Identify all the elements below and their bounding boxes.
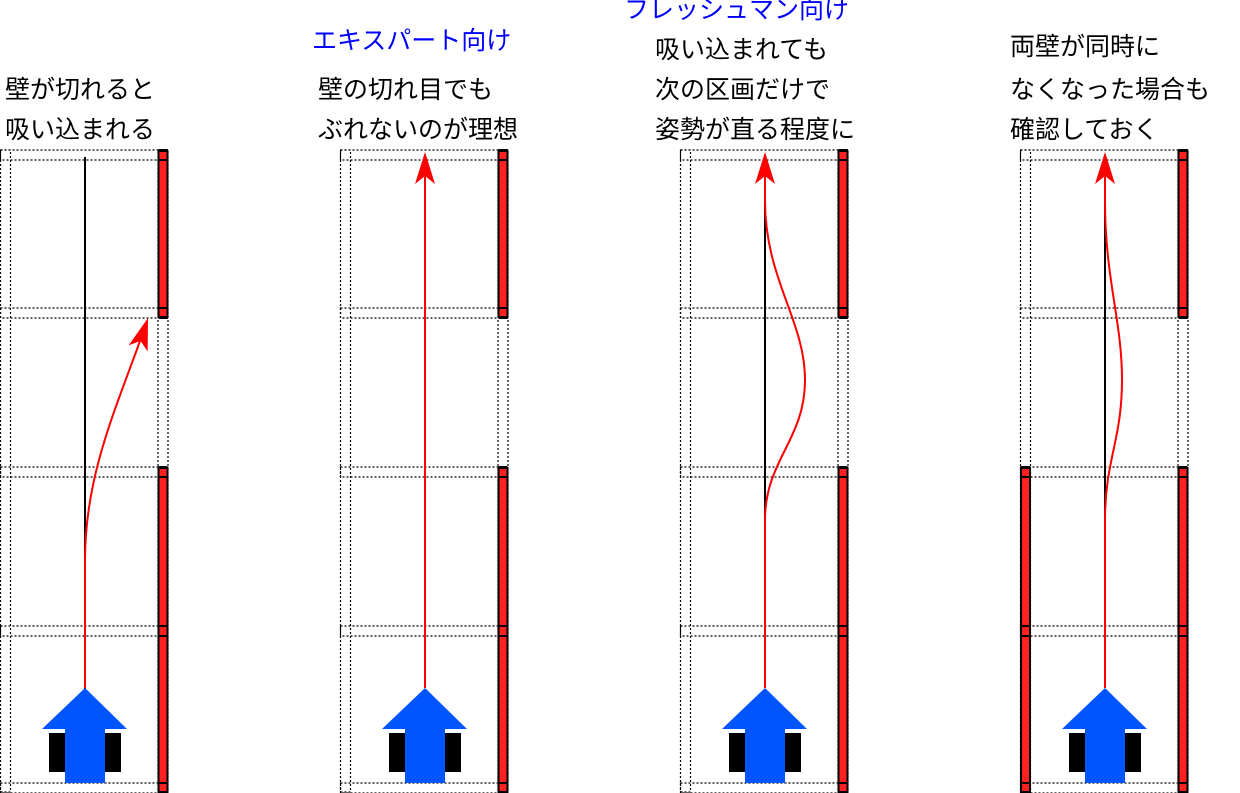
panel-caption-line: 吸い込まれる	[5, 115, 155, 144]
robot-arrow-icon	[1062, 688, 1147, 783]
robot-left-wheel-icon	[389, 733, 406, 772]
panel-caption-line: 壁が切れると	[5, 75, 155, 104]
wall-post-row	[679, 782, 849, 793]
left-wall-slot	[679, 149, 692, 793]
right-wall	[497, 150, 509, 318]
panel-caption-line: 確認しておく	[1010, 115, 1159, 144]
right-wall	[837, 467, 849, 793]
robot-arrow-icon	[722, 688, 807, 783]
right-wall	[157, 467, 169, 793]
wall-post-row	[0, 782, 169, 793]
trajectory-arrowhead-icon	[755, 152, 775, 184]
panel-heading: エキスパート向け	[312, 26, 511, 55]
trajectory-arrowhead-icon	[415, 152, 435, 184]
panel-caption-line: なくなった場合も	[1010, 75, 1210, 104]
right-wall	[497, 467, 509, 793]
panel-caption-line: ぶれないのが理想	[318, 115, 518, 144]
robot-trajectory	[764, 162, 807, 688]
robot-left-wheel-icon	[49, 733, 66, 772]
right-wall	[1177, 150, 1189, 318]
panel-caption-line: 両壁が同時に	[1010, 32, 1160, 61]
robot-right-wheel-icon	[1124, 733, 1141, 772]
robot-right-wheel-icon	[784, 733, 801, 772]
right-wall	[157, 150, 169, 318]
panel-caption-line: 姿勢が直る程度に	[655, 115, 855, 144]
left-wall-slot	[339, 149, 352, 793]
robot-arrow-icon	[382, 688, 467, 783]
robot-right-wheel-icon	[104, 733, 121, 772]
robot-trajectory	[1104, 162, 1124, 688]
trajectory-arrowhead-icon	[1095, 152, 1115, 184]
right-wall	[1177, 467, 1189, 793]
robot-trajectory	[84, 323, 147, 688]
panel-caption-line: 壁の切れ目でも	[318, 75, 493, 104]
robot-left-wheel-icon	[729, 733, 746, 772]
robot-right-wheel-icon	[444, 733, 461, 772]
robot-left-wheel-icon	[1069, 733, 1086, 772]
left-wall	[1020, 467, 1031, 793]
trajectory-arrowhead-icon	[128, 318, 148, 352]
right-wall	[837, 150, 849, 318]
left-wall-slot	[0, 149, 12, 793]
panel-heading: フレッシュマン向け	[624, 0, 849, 24]
robot-arrow-icon	[42, 688, 127, 783]
wall-post-row	[1019, 782, 1189, 793]
panel-caption-line: 次の区画だけで	[655, 75, 830, 104]
panel-caption-line: 吸い込まれても	[655, 35, 828, 64]
wall-post-row	[339, 782, 509, 793]
